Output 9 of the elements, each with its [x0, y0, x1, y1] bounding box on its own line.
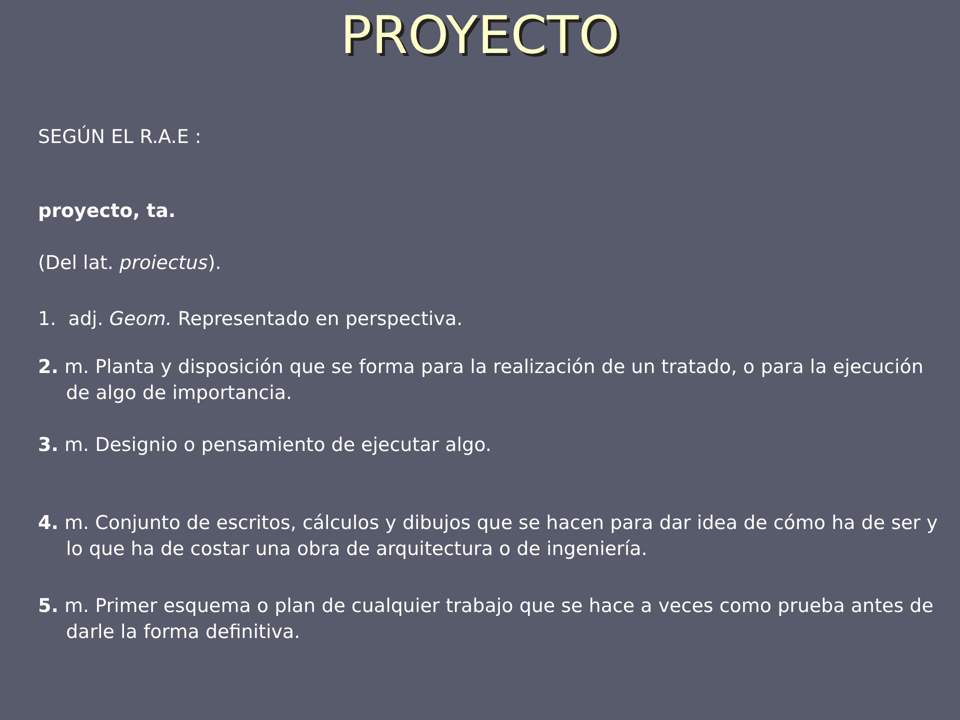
definition-text: 4. m. Conjunto de escritos, cálculos y dibujos que se hacen para dar idea de cómo ha de ser y lo que ha de costar una obra de arquitectura o de ingeniería.	[38, 511, 939, 562]
etymology-text: (Del lat. proiectus).	[38, 251, 222, 276]
definition-text: 3. m. Designio o pensamiento de ejecutar algo.	[38, 433, 492, 458]
slide-title: PROYECTO	[339, 6, 621, 66]
entry-headword: proyecto, ta.	[38, 199, 177, 224]
source-heading: SEGÚN EL R.A.E :	[38, 124, 202, 150]
definition-text: 2. m. Planta y disposición que se forma para la realización de un tratado, o para la ejecución de algo de importancia.	[38, 355, 924, 406]
definition-text: 1. adj. Geom. Representado en perspectiva.	[38, 307, 464, 332]
definition-text: 5. m. Primer esquema o plan de cualquier trabajo que se hace a veces como prueba antes de darle la forma definitiva.	[38, 594, 934, 645]
